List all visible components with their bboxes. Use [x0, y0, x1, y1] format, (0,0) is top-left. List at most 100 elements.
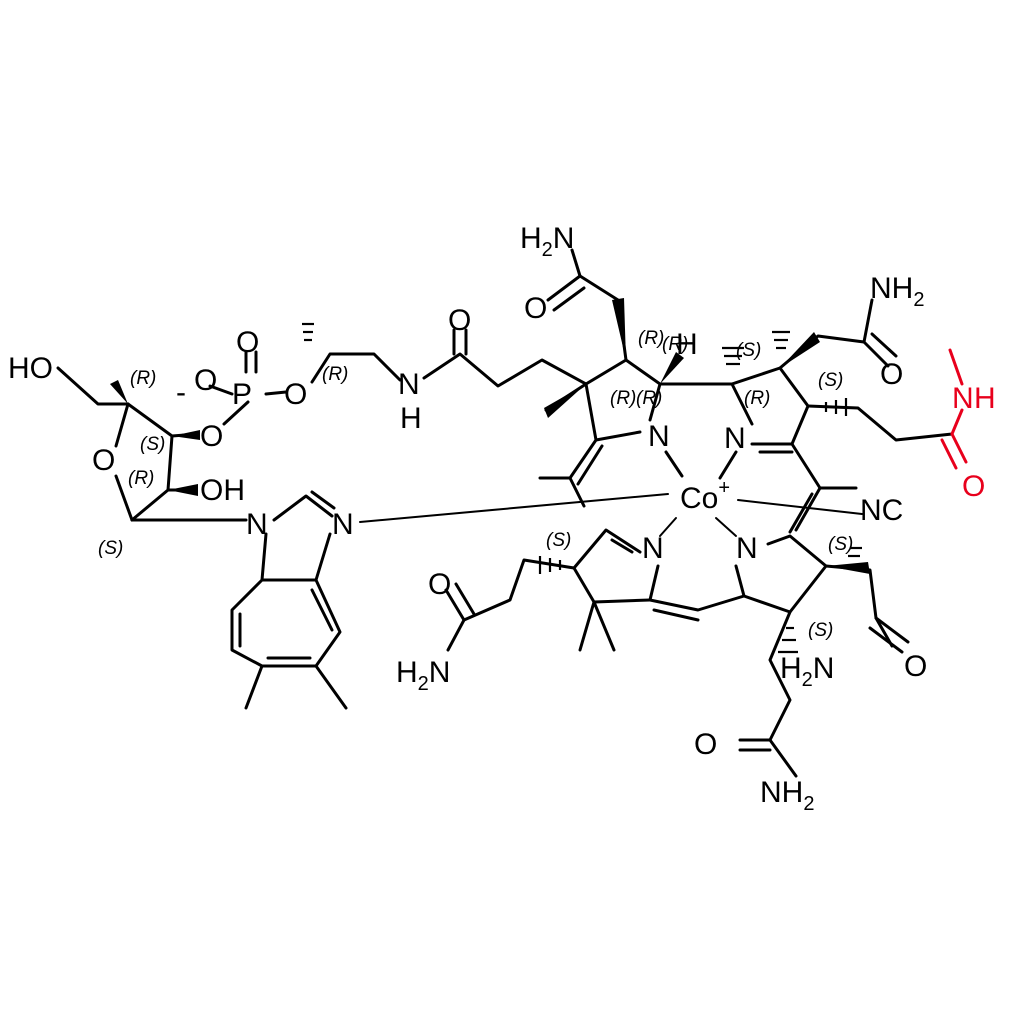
- bond: [264, 390, 288, 396]
- bond: [659, 517, 677, 537]
- wedge-bond: [544, 384, 586, 418]
- atom-h2n-mid: H2N: [780, 652, 834, 691]
- stereo-label: (S): [546, 530, 571, 551]
- atom-n-ring-d: N: [724, 422, 746, 455]
- bond: [576, 444, 604, 486]
- bond: [788, 486, 822, 534]
- atom-h-stereo: H: [676, 328, 698, 361]
- wedge-bond: [780, 332, 820, 368]
- bond: [790, 442, 858, 490]
- bond: [578, 600, 616, 652]
- atom-o-double: O: [236, 326, 259, 359]
- atom-o-ring: O: [92, 444, 115, 477]
- atom-n-ring-c: N: [736, 532, 758, 565]
- atom-n-ring-a: N: [648, 420, 670, 453]
- bond: [260, 532, 332, 582]
- stereo-label: (R): [638, 328, 664, 349]
- bond: [422, 352, 588, 388]
- bond: [446, 618, 466, 652]
- bond: [584, 358, 662, 422]
- stereo-label: (S): [818, 370, 843, 391]
- bond: [664, 450, 684, 478]
- wedge-bond: [660, 352, 684, 384]
- bond: [244, 664, 348, 710]
- bond: [738, 738, 772, 752]
- bond: [768, 610, 792, 742]
- bond: [126, 402, 174, 522]
- stereo-label: (R): [128, 468, 154, 489]
- wedge-bond: [826, 562, 870, 574]
- stereo-label: (S): [736, 340, 761, 361]
- bond: [570, 248, 582, 278]
- stereo-label: (S): [98, 538, 123, 559]
- atom-cyano: NC: [860, 494, 903, 527]
- bond: [359, 493, 669, 523]
- bond: [568, 476, 586, 508]
- wedge-bond: [172, 430, 200, 440]
- bond: [238, 588, 334, 660]
- bond: [114, 474, 134, 522]
- bond: [948, 348, 964, 386]
- atom-o-phos-down: O: [200, 420, 223, 453]
- stereo-bond-layer: [110, 298, 870, 654]
- bond: [868, 616, 910, 654]
- atom-o-phos: O: [194, 364, 217, 397]
- stereo-label: (S): [828, 534, 853, 555]
- atom-n-ring-b: N: [642, 532, 664, 565]
- bond: [310, 490, 336, 510]
- stereo-label: (R): [744, 388, 770, 409]
- bond: [230, 578, 342, 668]
- bond: [538, 438, 598, 480]
- stereo-label: (R): [610, 388, 636, 409]
- wedge-bond: [168, 484, 198, 496]
- bond: [768, 738, 798, 778]
- bond: [546, 274, 586, 312]
- bond: [610, 538, 634, 554]
- bond: [114, 402, 130, 448]
- atom-neg-charge: -: [176, 376, 186, 409]
- bond-layer: [56, 248, 968, 778]
- bond: [208, 384, 234, 396]
- bond: [862, 332, 898, 368]
- atom-n-methyl: N: [952, 382, 974, 415]
- bond: [734, 564, 746, 598]
- atom-n-amide: N: [398, 368, 420, 401]
- bond: [940, 432, 968, 470]
- bond: [652, 608, 700, 622]
- bond: [950, 408, 964, 436]
- bond: [737, 499, 863, 515]
- bond: [56, 366, 130, 406]
- bond: [718, 450, 738, 480]
- atom-n-benz-2: N: [332, 508, 354, 541]
- atom-o-left: O: [428, 568, 451, 601]
- bond: [648, 594, 746, 612]
- bond: [272, 494, 334, 522]
- bond: [222, 400, 250, 426]
- hash-bond: [302, 322, 862, 654]
- stereo-label: (S): [808, 620, 833, 641]
- bond: [310, 352, 402, 384]
- atom-h-methyl: H: [974, 382, 996, 415]
- atom-o-bottom: O: [694, 728, 717, 761]
- bond: [648, 564, 660, 602]
- atom-h-amide: H: [400, 402, 422, 435]
- atom-h2n-top: H2N: [520, 222, 574, 261]
- atom-nh2-bottom: NH2: [760, 776, 814, 815]
- atom-o-top: O: [524, 292, 547, 325]
- bond: [452, 328, 468, 356]
- atom-o-right: O: [880, 358, 903, 391]
- atom-ho: HO: [8, 352, 53, 385]
- atom-o-red: O: [962, 470, 985, 503]
- bond: [244, 350, 258, 374]
- atom-label-layer: HO O O - P O O O OH N H O H2N O H NH2 O …: [8, 222, 996, 815]
- bond: [462, 558, 576, 622]
- stereo-label-layer: (R) (S) (R) (S) (R) (R) (R) (R) (R) (S) …: [98, 328, 853, 641]
- stereo-label: (R): [130, 368, 156, 389]
- stereo-label: (S): [140, 434, 165, 455]
- stereo-label: (R): [636, 388, 662, 409]
- wedge-bond: [110, 380, 128, 404]
- atom-h2n-left: H2N: [396, 656, 450, 695]
- wedge-bond: [612, 298, 626, 360]
